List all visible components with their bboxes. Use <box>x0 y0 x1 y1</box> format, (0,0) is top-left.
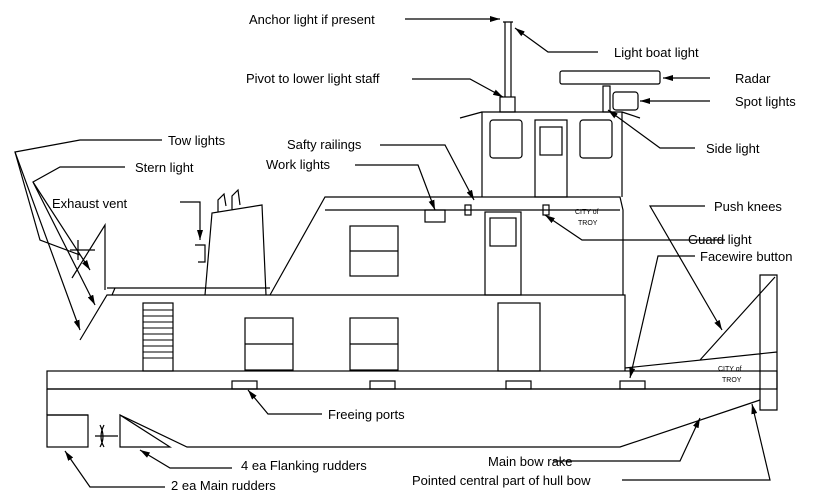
work-light <box>424 209 446 223</box>
freeing-port <box>505 380 532 390</box>
label-anchor-light: Anchor light if present <box>249 12 375 27</box>
label-light-boat-light: Light boat light <box>614 45 699 60</box>
label-radar: Radar <box>735 71 771 86</box>
door <box>497 302 541 372</box>
label-freeing-ports: Freeing ports <box>328 407 405 422</box>
facewire-button <box>619 380 646 390</box>
flanking-rudder <box>119 413 173 448</box>
freeing-port <box>369 380 396 390</box>
label-exhaust-vent: Exhaust vent <box>52 196 128 211</box>
label-tow-lights: Tow lights <box>168 133 226 148</box>
pilothouse <box>459 21 661 198</box>
boat-name: CITY of <box>575 209 599 216</box>
mast-pivot <box>499 96 516 113</box>
label-pivot: Pivot to lower light staff <box>246 71 380 86</box>
boat-name: TROY <box>722 377 742 384</box>
label-facewire-button: Facewire button <box>700 249 793 264</box>
boat-name: TROY <box>578 220 598 227</box>
label-guard-light: Guard light <box>688 232 752 247</box>
leader-lines <box>14 16 771 488</box>
main-deckhouse <box>70 222 626 372</box>
label-stern-light: Stern light <box>135 160 194 175</box>
door <box>484 211 522 296</box>
label-spot-lights: Spot lights <box>735 94 796 109</box>
push-knee <box>624 274 778 411</box>
label-work-lights: Work lights <box>266 157 331 172</box>
exhaust-stack <box>195 188 267 296</box>
main-rudder <box>46 414 89 448</box>
light-staff <box>503 21 513 97</box>
label-pointed-bow: Pointed central part of hull bow <box>412 473 591 488</box>
spot-light <box>612 91 639 111</box>
freeing-port <box>231 380 258 390</box>
second-deck <box>269 196 624 296</box>
radar <box>559 70 661 85</box>
label-side-light: Side light <box>706 141 760 156</box>
propeller <box>95 424 118 448</box>
light <box>464 204 472 216</box>
boat-name: CITY of <box>718 366 742 373</box>
label-safty-railings: Safty railings <box>287 137 362 152</box>
label-push-knees: Push knees <box>714 199 782 214</box>
label-main-bow-rake: Main bow rake <box>488 454 573 469</box>
label-flanking-rudders: 4 ea Flanking rudders <box>241 458 367 473</box>
vent-louver <box>142 302 174 372</box>
hull <box>46 274 778 448</box>
label-main-rudders: 2 ea Main rudders <box>171 478 276 493</box>
